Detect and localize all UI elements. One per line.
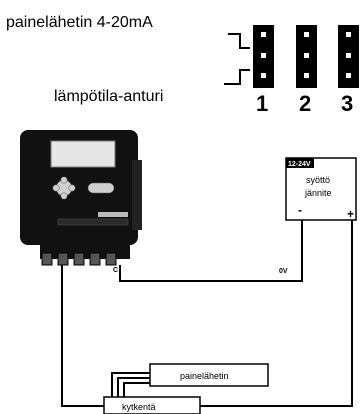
pressure-transmitter-box: [149, 363, 269, 387]
label-leader-lines: [224, 33, 250, 85]
psu-voltage-label: 12-24V: [288, 161, 311, 168]
jumper-number-1: 1: [256, 91, 268, 116]
device-display: [50, 140, 116, 168]
jumper-block-1: [253, 25, 274, 88]
controller-device: [20, 130, 142, 266]
device-keypad: [52, 176, 115, 200]
device-terminals: [40, 245, 130, 266]
psu-label-line2: jännite: [304, 188, 332, 198]
jumper-block-2: [296, 25, 317, 88]
zero-volt-label: 0V: [279, 268, 288, 275]
jumper-number-2: 2: [299, 91, 311, 116]
jumper-block-3: [338, 25, 359, 88]
jumper-number-3: 3: [341, 91, 353, 116]
pressure-transmitter-label: painelähetin: [180, 371, 229, 381]
power-supply-box: [285, 157, 357, 221]
terminal-c-label: C: [113, 267, 118, 274]
pressure-sensor-label: painelähetin 4-20mA: [6, 14, 153, 31]
connection-label: kytkentä: [122, 402, 156, 412]
psu-label-line1: syöttö: [306, 175, 330, 185]
wiring: [61, 220, 353, 407]
psu-plus-sign: +: [347, 207, 354, 221]
psu-minus-sign: -: [298, 203, 302, 217]
temp-sensor-label: lämpötila-anturi: [54, 88, 163, 105]
connection-box: [103, 396, 201, 414]
